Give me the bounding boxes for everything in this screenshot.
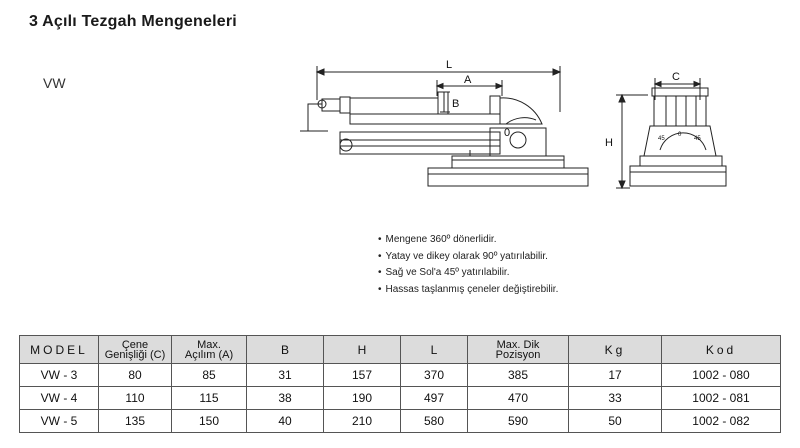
table-row: VW - 3 80 85 31 157 370 385 17 1002 - 08… xyxy=(19,363,781,387)
cell-h: 210 xyxy=(323,409,401,433)
dim-label-L: L xyxy=(446,59,452,71)
dim-label-B: B xyxy=(452,98,459,110)
cell-kod: 1002 - 081 xyxy=(661,386,781,410)
cell-c: 110 xyxy=(98,386,172,410)
cell-l: 497 xyxy=(400,386,468,410)
cell-kod: 1002 - 080 xyxy=(661,363,781,387)
dim-label-C: C xyxy=(672,71,680,83)
cell-kg: 33 xyxy=(568,386,662,410)
cell-dik: 590 xyxy=(467,409,569,433)
feature-item: Hassas taşlanmış çeneler değiştirebilir. xyxy=(378,282,559,299)
table-row: VW - 4 110 115 38 190 497 470 33 1002 - … xyxy=(19,386,781,410)
cell-a: 85 xyxy=(171,363,247,387)
col-header-kg: Kg xyxy=(568,335,662,364)
model-series-label: VW xyxy=(43,75,66,91)
col-header-h: H xyxy=(323,335,401,364)
cell-kg: 17 xyxy=(568,363,662,387)
cell-c: 135 xyxy=(98,409,172,433)
vise-technical-drawing: L A B C H 0 45 0 45 xyxy=(300,59,727,190)
cell-b: 40 xyxy=(246,409,324,433)
dim-label-H: H xyxy=(605,137,613,149)
dim-label-A: A xyxy=(464,74,472,86)
cell-l: 370 xyxy=(400,363,468,387)
col-header-b: B xyxy=(246,335,324,364)
col-header-max-opening: Max.Açılım (A) xyxy=(171,335,247,364)
feature-item: Mengene 360º dönerlidir. xyxy=(378,232,558,249)
feature-item: Yatay ve dikey olarak 90º yatırılabilir. xyxy=(378,249,558,266)
cell-h: 190 xyxy=(323,386,401,410)
cell-dik: 470 xyxy=(467,386,569,410)
col-header-l: L xyxy=(400,335,468,364)
cell-b: 31 xyxy=(246,363,324,387)
end-scale-tick-left: 45 xyxy=(658,136,665,142)
cell-model: VW - 3 xyxy=(19,363,99,387)
table-row: VW - 5 135 150 40 210 580 590 50 1002 - … xyxy=(19,409,781,433)
feature-item: Sağ ve Sol'a 45º yatırılabilir. xyxy=(378,265,558,282)
scale-zero-label: 0 xyxy=(504,127,510,139)
cell-dik: 385 xyxy=(467,363,569,387)
feature-list: Mengene 360º dönerlidir. Yatay ve dikey … xyxy=(378,232,559,299)
cell-a: 115 xyxy=(171,386,247,410)
cell-kod: 1002 - 082 xyxy=(661,409,781,433)
cell-c: 80 xyxy=(98,363,172,387)
cell-a: 150 xyxy=(171,409,247,433)
col-header-model: MODEL xyxy=(19,335,99,364)
cell-l: 580 xyxy=(400,409,468,433)
page-title: 3 Açılı Tezgah Mengeneleri xyxy=(29,13,237,30)
col-header-kod: Kod xyxy=(661,335,781,364)
cell-model: VW - 4 xyxy=(19,386,99,410)
cell-kg: 50 xyxy=(568,409,662,433)
cell-h: 157 xyxy=(323,363,401,387)
end-scale-tick-right: 45 xyxy=(694,136,701,142)
cell-model: VW - 5 xyxy=(19,409,99,433)
end-scale-tick-mid: 0 xyxy=(678,132,682,138)
cell-b: 38 xyxy=(246,386,324,410)
